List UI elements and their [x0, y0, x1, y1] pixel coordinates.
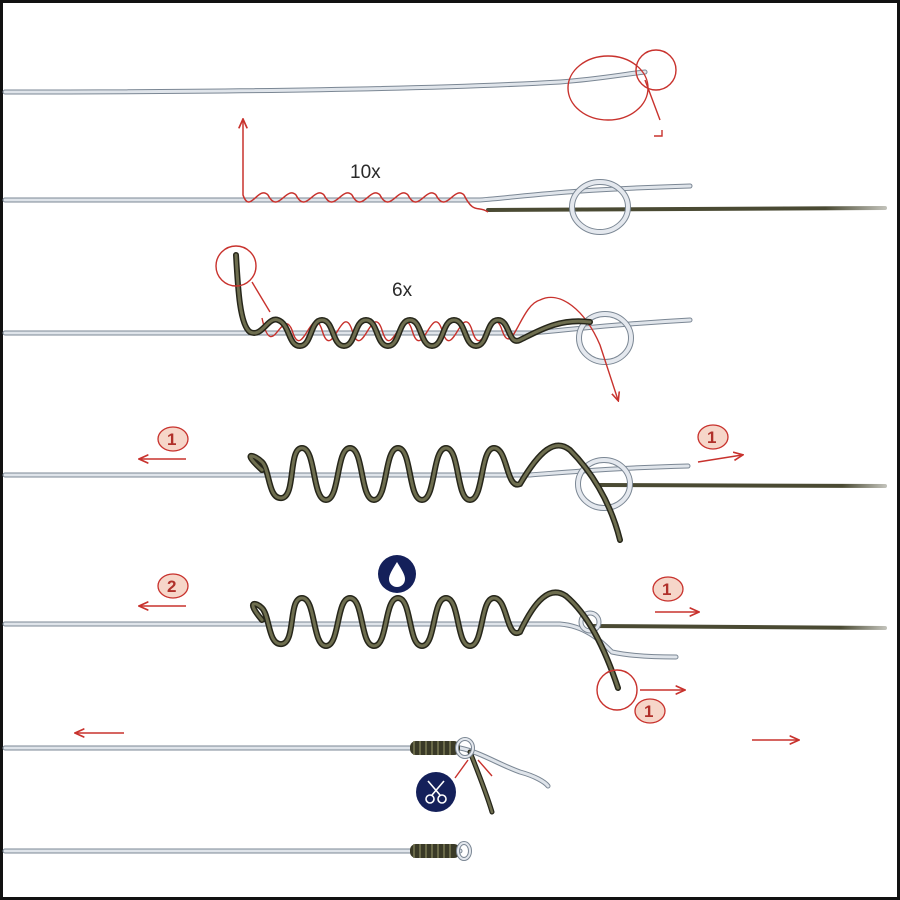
finished-wraps [410, 737, 475, 759]
step-2: 10x [2, 120, 887, 235]
dark-wrap-coil [250, 589, 621, 691]
tag-end-circle [215, 245, 257, 287]
scissors-icon [416, 772, 456, 812]
red-wrap-coil [243, 120, 489, 213]
light-line [3, 622, 678, 659]
step-5: 2 1 1 [2, 555, 887, 724]
dark-wrap-coil [234, 253, 592, 348]
step-badge-tag: 1 [634, 698, 666, 724]
dark-wrap-coil [251, 590, 620, 690]
svg-text:1: 1 [644, 702, 653, 721]
dark-line [598, 483, 887, 488]
red-wrap-coil [261, 296, 618, 400]
light-line [3, 70, 647, 94]
dark-wrap-coil [247, 442, 623, 543]
tag-end-circle [635, 49, 677, 91]
step-badge-left: 1 [157, 426, 189, 452]
dark-tag-end [468, 750, 494, 814]
small-knot [578, 610, 602, 634]
tag-end-circle [596, 669, 638, 711]
step-badge-right: 1 [697, 424, 729, 450]
red-guide-tick [654, 130, 663, 137]
svg-text:1: 1 [167, 430, 176, 449]
finished-knot [410, 841, 472, 861]
svg-text:2: 2 [167, 577, 176, 596]
pull-right-arrow [697, 455, 742, 463]
water-drop-icon [378, 555, 416, 593]
red-guide-line [251, 281, 271, 313]
light-line [2, 621, 679, 660]
step-6 [2, 733, 887, 815]
simple-knot [575, 457, 633, 511]
wrap-count-label: 6x [392, 280, 413, 301]
dark-line [486, 206, 887, 212]
step-badge-left: 2 [157, 573, 189, 599]
step-7 [2, 841, 887, 861]
step-1 [2, 49, 677, 137]
simple-knot [569, 179, 631, 235]
step-3: 6x [2, 245, 887, 400]
dark-wrap-coil [248, 444, 622, 542]
svg-text:1: 1 [662, 580, 671, 599]
wrap-count-label: 10x [350, 162, 381, 183]
cut-guide-line [454, 759, 493, 779]
svg-text:1: 1 [707, 428, 716, 447]
red-guide-line [644, 79, 661, 121]
step-4: 1 1 [2, 424, 887, 543]
light-line [3, 184, 692, 202]
step-badge-right: 1 [652, 576, 684, 602]
dark-line [588, 624, 887, 630]
